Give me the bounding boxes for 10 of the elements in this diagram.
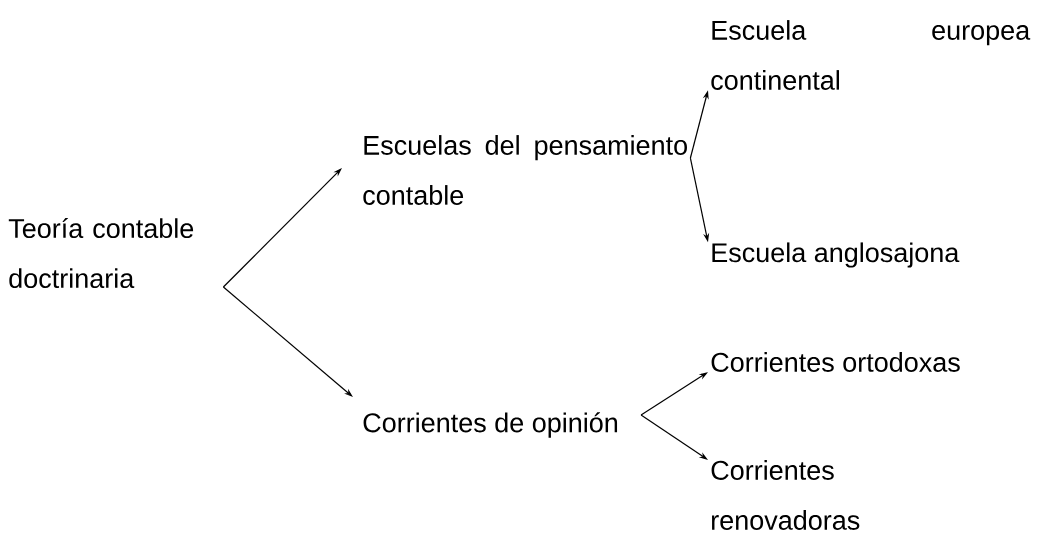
category-label: Corrientes ortodoxas [711, 352, 960, 372]
category-label: Teoría contable doctrinaria [8, 217, 194, 289]
arrow [640, 414, 708, 460]
arrow [222, 168, 342, 288]
category-label: Corrientes renovadoras [711, 460, 860, 530]
category-label: Escuelas del pensamiento contable [363, 135, 687, 205]
arrow [222, 286, 353, 397]
category-label: Corrientes de opinión [363, 412, 618, 438]
category-label: Escuela anglosajona [712, 242, 960, 268]
category-label: Escuela europea continental [711, 20, 1031, 90]
